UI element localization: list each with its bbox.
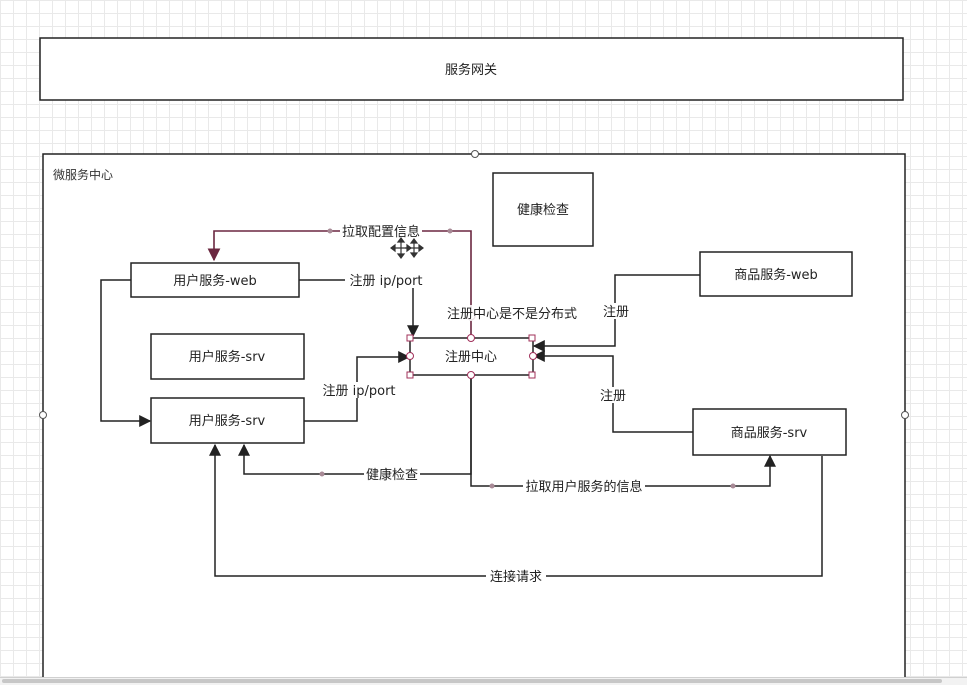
edge-waypoint[interactable] — [447, 228, 453, 234]
gateway-box[interactable]: 服务网关 — [39, 37, 904, 101]
edge-label-health-check: 健康检查 — [366, 467, 418, 483]
goods-web-label: 商品服务-web — [734, 267, 818, 283]
edge-waypoint[interactable] — [730, 483, 736, 489]
container-resize-handle-left[interactable] — [39, 411, 47, 419]
gateway-label: 服务网关 — [445, 62, 497, 78]
user-web-box[interactable]: 用户服务-web — [130, 262, 300, 298]
scrollbar-thumb[interactable] — [2, 679, 942, 683]
edge-register-user-srv[interactable]: 注册 ip/port — [304, 351, 411, 422]
edge-register-goods-srv[interactable]: 注册 — [532, 350, 693, 433]
resize-handle-s[interactable] — [467, 371, 475, 379]
resize-handle-e[interactable] — [529, 352, 537, 360]
edge-label-registry-distributed: 注册中心是不是分布式 — [447, 307, 577, 322]
resize-handle-sw[interactable] — [406, 371, 414, 379]
microservice-center-label: 微服务中心 — [53, 167, 113, 182]
horizontal-scrollbar[interactable] — [0, 677, 967, 685]
edge-waypoint[interactable] — [319, 471, 325, 477]
resize-handle-ne[interactable] — [528, 334, 536, 342]
edge-connect-request[interactable]: 连接请求 — [209, 443, 823, 585]
resize-handle-nw[interactable] — [406, 334, 414, 342]
user-srv-box-2[interactable]: 用户服务-srv — [150, 397, 305, 444]
edge-waypoint[interactable] — [489, 483, 495, 489]
edge-label-register-goods-srv: 注册 — [600, 389, 626, 404]
edge-label-register-goods-web: 注册 — [603, 305, 629, 320]
user-web-label: 用户服务-web — [173, 273, 257, 289]
edge-pull-user-service-info[interactable]: 拉取用户服务的信息 — [470, 376, 776, 495]
edge-label-connect-request: 连接请求 — [490, 569, 542, 585]
resize-handle-n[interactable] — [467, 334, 475, 342]
resize-handle-w[interactable] — [406, 352, 414, 360]
goods-web-box[interactable]: 商品服务-web — [699, 251, 853, 297]
edge-label-pull-config: 拉取配置信息 — [342, 224, 420, 240]
edge-waypoint[interactable] — [327, 228, 333, 234]
edge-register-goods-web[interactable]: 注册 — [532, 274, 700, 352]
container-resize-handle-top[interactable] — [471, 150, 479, 158]
edge-user-web-to-user-srv[interactable] — [100, 279, 152, 427]
container-resize-handle-right[interactable] — [901, 411, 909, 419]
registry-label: 注册中心 — [445, 350, 497, 365]
registry-box[interactable]: 注册中心 — [406, 334, 537, 379]
user-srv-2-label: 用户服务-srv — [189, 413, 266, 429]
edge-registry-distributed[interactable]: 注册中心是不是分布式 — [445, 305, 579, 322]
health-check-box[interactable]: 健康检查 — [492, 172, 594, 247]
edge-register-user-web[interactable]: 注册 ip/port — [299, 272, 427, 338]
user-srv-box-1[interactable]: 用户服务-srv — [150, 333, 305, 380]
edge-label-register-ip-port-1: 注册 ip/port — [349, 274, 422, 289]
edge-label-pull-user-service-info: 拉取用户服务的信息 — [525, 479, 642, 495]
edge-label-register-ip-port-2: 注册 ip/port — [322, 384, 395, 399]
user-srv-1-label: 用户服务-srv — [189, 349, 266, 365]
resize-handle-se[interactable] — [528, 371, 536, 379]
health-check-box-label: 健康检查 — [517, 202, 569, 218]
move-cursor-icon — [390, 237, 424, 259]
edge-pull-config[interactable]: 拉取配置信息 — [207, 223, 476, 336]
goods-srv-box[interactable]: 商品服务-srv — [692, 408, 847, 456]
goods-srv-label: 商品服务-srv — [731, 425, 808, 441]
